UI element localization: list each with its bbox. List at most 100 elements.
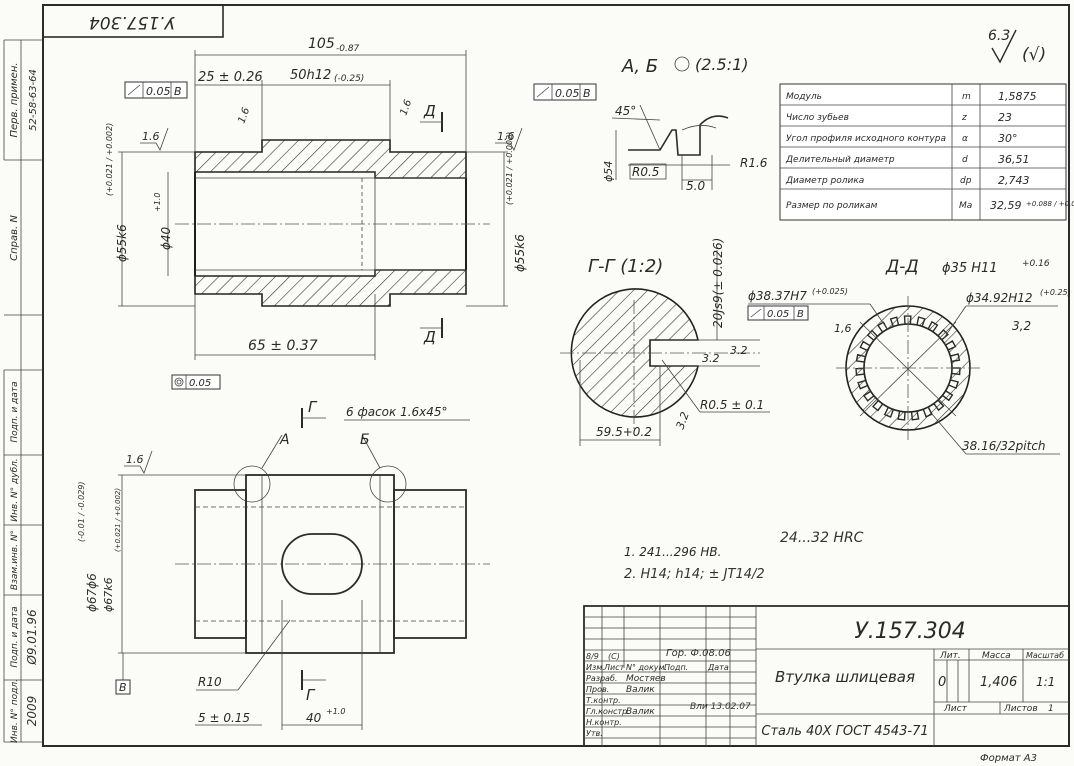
note-2: 2. H14; h14; ± JT14/2 bbox=[624, 567, 765, 582]
dim-50: 50h12 bbox=[290, 68, 331, 83]
mark-b: Б bbox=[360, 432, 370, 448]
gear-row-6-name: Размер по роликам bbox=[786, 201, 878, 211]
dia-55-left-tol: (+0.021 / +0.002) bbox=[105, 123, 114, 196]
gear-row-1-sym: m bbox=[962, 92, 971, 102]
runout-left-value: 0.05 bbox=[146, 85, 171, 98]
dia-55-right-tol: (+0.021 / +0.002) bbox=[505, 132, 514, 205]
key-slot bbox=[281, 533, 363, 595]
dim-40: 40 bbox=[306, 711, 322, 725]
gear-row-4-sym: d bbox=[962, 155, 968, 165]
scale-header: Масштаб bbox=[1026, 651, 1064, 660]
section-gg: Г-Г (1:2) 20Js9(± 0.026) 3.2 3.2 3.2 R0.… bbox=[560, 238, 770, 446]
gear-row-6-val: 32,59 bbox=[990, 199, 1022, 212]
section-dd-spline: 38.16/32pitch bbox=[962, 439, 1046, 453]
col-podp: Подп. bbox=[664, 663, 688, 672]
value-perv-primen: 52-58-63-64 bbox=[28, 69, 39, 131]
radius-10: R10 bbox=[198, 675, 222, 689]
sheet-frame bbox=[42, 4, 1070, 747]
sheet-label: Лист bbox=[943, 704, 968, 714]
section-gg-radius: R0.5 ± 0.1 bbox=[700, 398, 764, 412]
dim-65: 65 ± 0.37 bbox=[248, 338, 318, 354]
runout-right-base: В bbox=[583, 87, 591, 100]
label-inv-podl: Инв. N° подл. bbox=[10, 679, 20, 743]
dia-40: ϕ40 bbox=[159, 226, 173, 250]
gear-row-2-val: 23 bbox=[998, 111, 1012, 124]
label-inv-dubl: Инв. N° дубл. bbox=[10, 458, 20, 521]
coaxiality-value: 0.05 bbox=[189, 378, 211, 389]
mark-a: А bbox=[279, 432, 290, 448]
section-dd: Д-Д ϕ35 H11 +0.16 ϕ38.37H7 (+0.025) 0.05… bbox=[747, 257, 1071, 455]
col-izm: Изм. bbox=[586, 663, 605, 672]
section-dd-dia3837-tol: (+0.025) bbox=[812, 287, 848, 296]
roughness-main: 6.3 bbox=[988, 28, 1010, 44]
section-dd-dia3492-tol: (+0.25) bbox=[1040, 288, 1071, 297]
dim-total: 105 bbox=[308, 36, 335, 52]
dim-total-tol: -0.87 bbox=[336, 44, 360, 54]
gear-row-6-tol: +0.088 / +0.039 bbox=[1026, 200, 1074, 208]
detail-r16: R1.6 bbox=[740, 156, 768, 170]
gear-row-4-val: 36,51 bbox=[998, 153, 1030, 166]
role-nkontr: Н.контр. bbox=[586, 718, 622, 727]
role-glkonstr: Гл.констр. bbox=[586, 707, 630, 716]
col-doc: N° докум. bbox=[626, 663, 667, 672]
runout-left-base: В bbox=[174, 85, 182, 98]
mass-value: 1,406 bbox=[980, 675, 1017, 690]
section-dd-rough2: 3,2 bbox=[1012, 319, 1031, 333]
lit-header: Лит. bbox=[939, 651, 961, 661]
label-vzam-inv: Взам.инв. N° bbox=[10, 530, 20, 590]
gear-row-6-sym: Mа bbox=[959, 201, 972, 211]
title-block: 8/9 (С) Гор. Ф.08.06 Изм. Лист N° докум.… bbox=[583, 605, 1070, 764]
section-dd-dia3492: ϕ34.92H12 bbox=[966, 291, 1033, 305]
gear-table: Модуль m 1,5875 Число зубьев z 23 Угол п… bbox=[779, 83, 1074, 221]
section-dd-dia35: ϕ35 H11 bbox=[942, 261, 998, 276]
gear-row-3-sym: α bbox=[962, 134, 968, 144]
section-dd-dia35-tol: +0.16 bbox=[1022, 259, 1050, 269]
label-podp-data: Подп. и дата bbox=[10, 381, 20, 442]
sign-hand: Вли 13.02.07 bbox=[690, 702, 751, 712]
rough-groove-right: 1.6 bbox=[398, 98, 414, 117]
detail-ab-scale: (2.5:1) bbox=[695, 55, 749, 74]
role-razrab: Разраб. bbox=[586, 674, 617, 683]
detail-len: 5.0 bbox=[686, 179, 705, 193]
section-gg-rough-b: 3.2 bbox=[730, 344, 748, 357]
main-view: 105 -0.87 25 ± 0.26 50h12 (-0.25) 65 ± 0… bbox=[105, 36, 597, 390]
col-list: Лист bbox=[603, 663, 625, 672]
dim-25: 25 ± 0.26 bbox=[198, 70, 263, 85]
role-tkontr: Т.контр. bbox=[586, 696, 621, 705]
rough-main-left: 1.6 bbox=[142, 130, 160, 143]
rough-groove-left: 1.6 bbox=[236, 106, 252, 125]
section-g-top: Г bbox=[308, 398, 318, 416]
dim-5: 5 ± 0.15 bbox=[198, 711, 250, 725]
left-side-strip: Перв. примен. 52-58-63-64 Справ. N Подп.… bbox=[3, 39, 43, 743]
detail-ab-title: А, Б bbox=[621, 56, 658, 77]
handwritten-signature: Ø9.01.96 bbox=[25, 609, 39, 666]
label-perv-primen: Перв. примен. bbox=[9, 62, 20, 137]
gear-row-2-name: Число зубьев bbox=[786, 113, 849, 123]
section-d-bottom: Д bbox=[423, 328, 436, 346]
title-material: Сталь 40Х ГОСТ 4543-71 bbox=[761, 724, 928, 739]
dia-40-tol: +1.0 bbox=[153, 193, 162, 212]
handwritten-inventory: 2009 bbox=[25, 696, 39, 727]
dia-55-left: ϕ55k6 bbox=[115, 224, 129, 262]
section-gg-key: 20Js9(± 0.026) bbox=[711, 238, 725, 328]
dia-67: ϕ67k6 bbox=[102, 577, 115, 612]
section-gg-rough-a: 3.2 bbox=[702, 352, 720, 365]
section-dd-rough1: 1,6 bbox=[834, 322, 852, 335]
gear-row-5-name: Диаметр ролика bbox=[785, 176, 864, 186]
lit-value: 0 bbox=[938, 675, 946, 690]
dia-handwritten-tol: (-0.01 / -0.029) bbox=[77, 481, 86, 542]
roughness-other: (√) bbox=[1022, 45, 1046, 65]
dim-50-tol: (-0.25) bbox=[334, 74, 364, 84]
title-number: У.157.304 bbox=[854, 619, 965, 644]
section-g-bottom: Г bbox=[306, 686, 316, 704]
lower-view: Г 6 фасок 1.6x45° А Б 1.6 ϕ67ϕ6 (-0.01 /… bbox=[77, 398, 490, 730]
dia-handwritten: ϕ67ϕ6 bbox=[85, 573, 99, 612]
rev-row-2: (С) bbox=[608, 652, 620, 661]
name-razrab: Мостяев bbox=[626, 674, 666, 684]
technical-notes: 24...32 HRC 1. 241...296 HB. 2. H14; h14… bbox=[624, 530, 864, 582]
role-prov: Пров. bbox=[586, 685, 609, 694]
mass-header: Масса bbox=[982, 651, 1011, 661]
rev-hand: Гор. Ф.08.06 bbox=[666, 648, 731, 659]
name-glkonstr: Валик bbox=[626, 707, 655, 717]
